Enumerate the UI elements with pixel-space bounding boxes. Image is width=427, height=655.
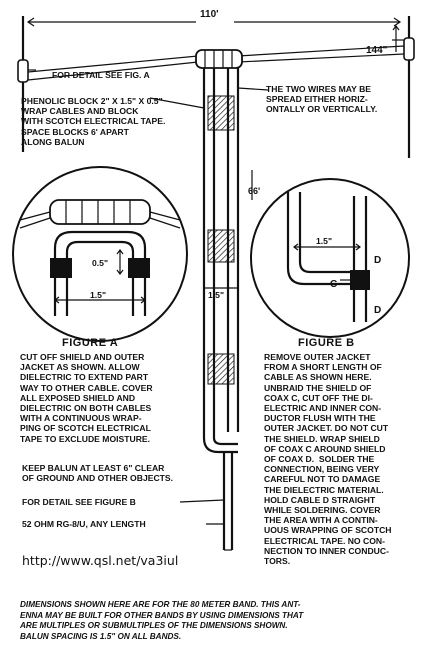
phenolic-block-callout: PHENOLIC BLOCK 2" X 1.5" X 0.5" WRAP CAB… <box>21 96 166 147</box>
balun-spacing-label: 1.5" <box>208 290 225 300</box>
figure-a-title: FIGURE A <box>62 337 119 349</box>
fig-a-width-label: 1.5" <box>90 290 107 300</box>
fig-b-label-d-bottom: D <box>374 305 382 316</box>
keep-balun-callout: KEEP BALUN AT LEAST 6" CLEAR OF GROUND A… <box>22 463 174 484</box>
left-support-mast <box>17 16 36 152</box>
balun-coax-pair <box>202 68 240 551</box>
figure-a-description: CUT OFF SHIELD AND OUTER JACKET AS SHOWN… <box>20 352 153 444</box>
spacer-block-3 <box>207 353 235 385</box>
source-url: http://www.qsl.net/va3iul <box>22 553 179 568</box>
spacer-block-2 <box>207 229 235 263</box>
spacer-block-1 <box>207 95 235 131</box>
fig-b-label-c: C <box>330 279 338 290</box>
figure-b-title: FIGURE B <box>298 337 355 349</box>
balun-length-label: 66' <box>248 186 261 196</box>
figure-b-detail <box>250 178 410 338</box>
span-dimension-label: 110' <box>200 9 219 20</box>
detail-b-callout: FOR DETAIL SEE FIGURE B <box>22 497 136 507</box>
dipole-wires <box>27 45 405 81</box>
figure-b-description: REMOVE OUTER JACKET FROM A SHORT LENGTH … <box>264 352 392 567</box>
right-support-mast <box>392 16 415 158</box>
leader-lines <box>149 87 269 525</box>
two-wires-callout: THE TWO WIRES MAY BE SPREAD EITHER HORIZ… <box>266 84 378 115</box>
footer-note: DIMENSIONS SHOWN HERE ARE FOR THE 80 MET… <box>20 600 304 641</box>
center-insulator <box>195 49 243 69</box>
drop-dimension-label: 144" <box>366 45 388 56</box>
detail-a-callout: FOR DETAIL SEE FIG. A <box>52 70 150 80</box>
fig-b-label-d-top: D <box>374 255 382 266</box>
figure-a-detail <box>12 166 188 342</box>
span-dimension-line <box>26 17 402 27</box>
coax-callout: 52 OHM RG-8/U, ANY LENGTH <box>22 519 146 529</box>
fig-b-width-label: 1.5" <box>316 236 333 246</box>
fig-a-gap-label: 0.5" <box>92 258 109 268</box>
